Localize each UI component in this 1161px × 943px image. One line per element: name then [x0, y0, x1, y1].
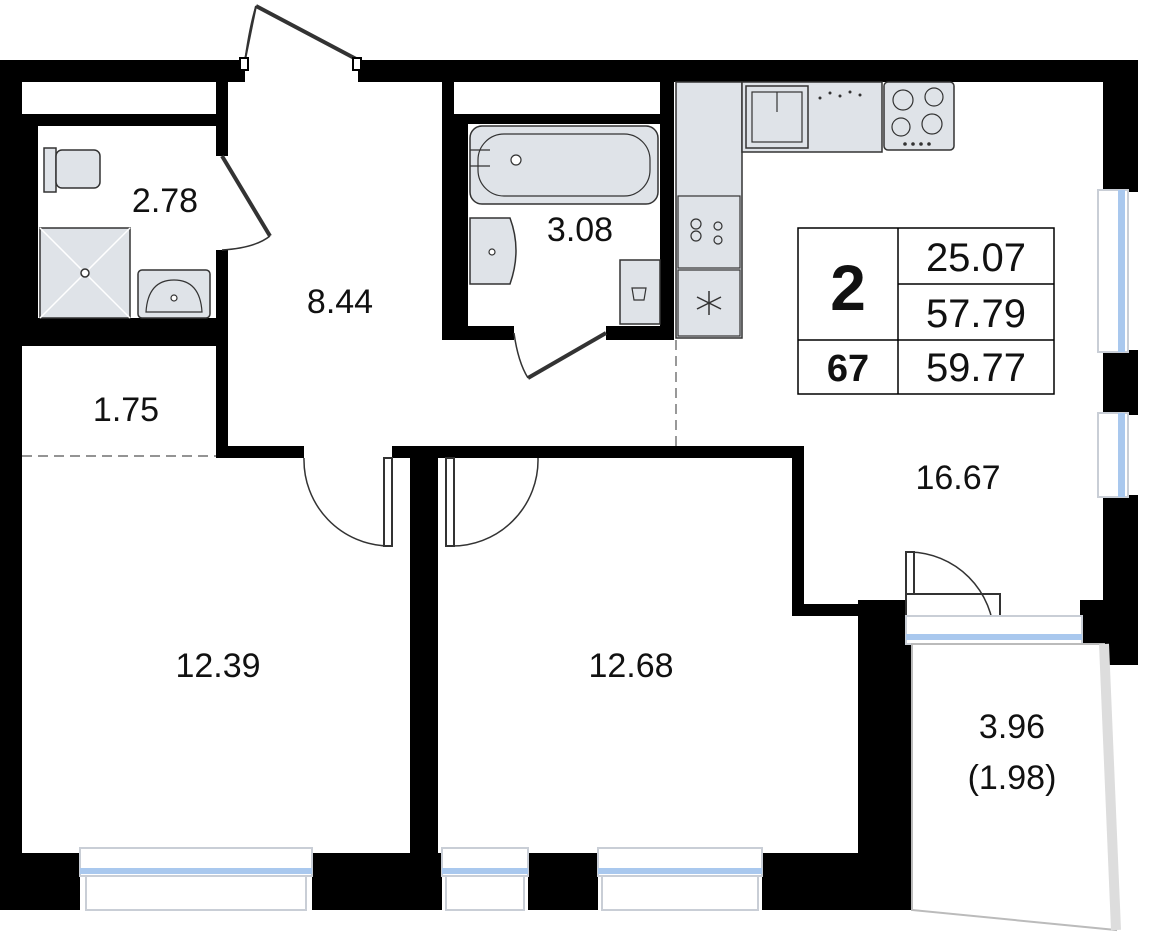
- wall-wc-bottom: [22, 318, 222, 330]
- wall-bottom-c: [528, 853, 598, 910]
- bedroom-left-area-label: 12.39: [175, 647, 260, 685]
- wall-bath-bottom-b: [606, 326, 674, 340]
- storage-area-label: 1.75: [93, 391, 159, 429]
- wall-kitchen-bottom: [542, 446, 804, 458]
- fridge-icon: [677, 269, 741, 337]
- rooms-count: 2: [830, 252, 866, 324]
- kitchen-fixtures: [675, 81, 955, 339]
- total-area: 57.79: [926, 292, 1026, 336]
- bedroom-left-door: [303, 457, 393, 547]
- wall-bottom-a: [0, 853, 80, 910]
- wall-kitchen-step: [792, 446, 804, 614]
- bath-area-label: 3.08: [547, 211, 613, 249]
- window-kitchen-b: [1097, 412, 1129, 498]
- washing-machine-icon: [619, 259, 661, 325]
- bathtub-icon: [469, 125, 659, 205]
- window-bedroom-right-b: [597, 847, 763, 911]
- wall-left-outer: [0, 60, 22, 910]
- wall-bottom-b: [312, 853, 442, 910]
- wall-wc-right-top: [216, 82, 228, 156]
- window-bedroom-right-a: [441, 847, 529, 911]
- bath-sink-icon: [469, 217, 517, 285]
- wall-bedroom-divider: [410, 446, 438, 853]
- hall-area-label: 8.44: [307, 283, 373, 321]
- balcony-area-label: 3.96: [979, 708, 1045, 746]
- info-box: 2 67 25.07 57.79 59.77: [797, 227, 1055, 395]
- apartment-number: 67: [827, 348, 869, 390]
- windows: [79, 189, 1129, 911]
- wall-wc-right-bottom: [216, 250, 228, 330]
- bath-door: [513, 331, 607, 380]
- wall-bath-bottom-a: [442, 326, 514, 340]
- walls: [0, 60, 1138, 910]
- hood-dots-icon: [818, 90, 862, 100]
- bedroom-right-door: [445, 457, 539, 547]
- wall-right-outer-upper: [1103, 60, 1138, 192]
- balcony-reduced-area-label: (1.98): [968, 759, 1057, 797]
- entrance-door: [239, 4, 362, 71]
- wc-fixtures: [39, 147, 211, 319]
- zone-lines: [22, 340, 677, 457]
- window-bedroom-left: [79, 847, 313, 911]
- bedroom-right-area-label: 12.68: [588, 647, 673, 685]
- wc-area-label: 2.78: [132, 182, 198, 220]
- wall-bath-top: [454, 114, 666, 124]
- kitchen-sink-icon: [745, 85, 809, 149]
- total-area-with-balcony: 59.77: [926, 346, 1026, 390]
- wall-balcony-block: [858, 600, 912, 910]
- wc-door: [220, 154, 272, 251]
- wall-bath-right: [660, 82, 674, 340]
- wall-hall-left: [216, 330, 228, 455]
- sink-icon: [137, 269, 211, 319]
- wall-wc-top: [22, 114, 222, 126]
- cooktop-icon: [677, 195, 741, 269]
- kitchen-living-area-label: 16.67: [915, 459, 1000, 497]
- window-balcony-threshold: [905, 615, 1083, 645]
- window-kitchen-a: [1097, 189, 1129, 353]
- wall-kitchen-bottom2: [792, 604, 908, 616]
- wall-wc-left: [22, 114, 38, 330]
- stove-icon: [883, 81, 955, 151]
- living-area: 25.07: [926, 236, 1026, 280]
- toilet-icon: [43, 147, 101, 193]
- wall-top-right: [358, 60, 1138, 82]
- wall-bath-inner-left: [454, 114, 468, 328]
- bath-fixtures: [469, 125, 661, 325]
- wall-right-outer-mid: [1103, 350, 1138, 415]
- balcony: [911, 643, 1121, 932]
- wall-top-left: [0, 60, 245, 82]
- room-labels: 2.78 8.44 3.08 1.75 12.39 12.68 16.67 3.…: [93, 182, 1057, 797]
- wall-storage-top: [22, 330, 222, 346]
- wall-hall-bottom-a: [216, 446, 304, 458]
- shower-icon: [39, 227, 131, 319]
- wall-bath-left: [442, 82, 454, 340]
